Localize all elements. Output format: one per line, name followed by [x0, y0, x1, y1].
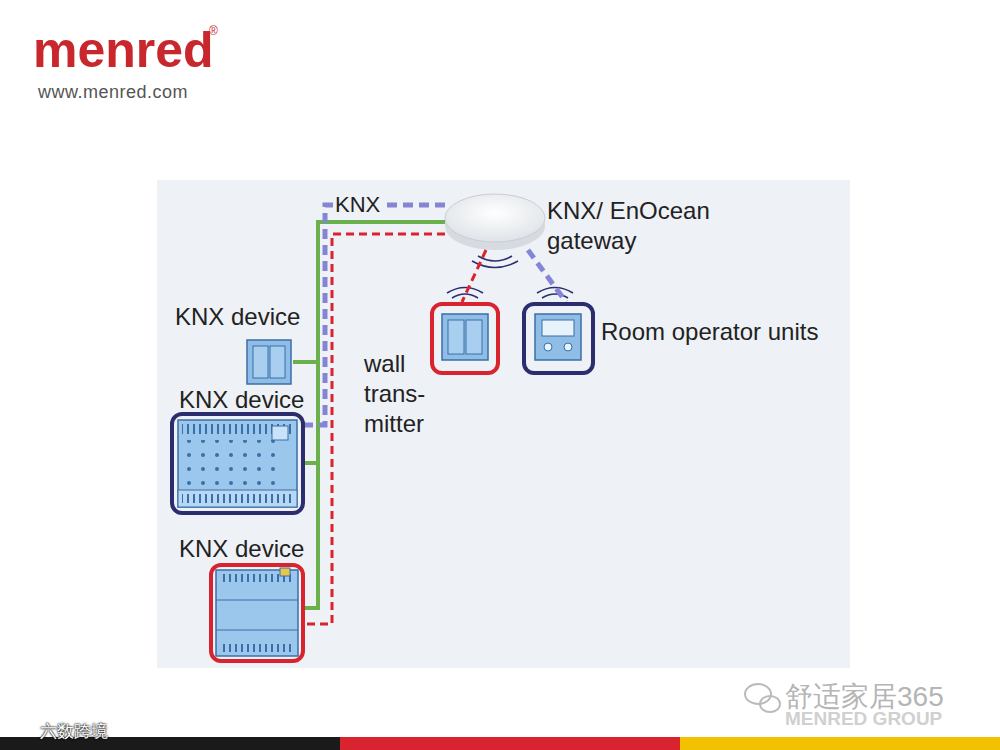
node-label: wall trans- mitter — [364, 349, 432, 439]
registered-mark: ® — [209, 24, 218, 38]
node-label: KNX device — [175, 302, 300, 332]
connector-line — [462, 250, 486, 302]
gateway-top — [445, 194, 545, 242]
device-node: KNX device — [245, 338, 293, 386]
connector-line — [528, 250, 566, 302]
website: www.menred.com — [38, 82, 188, 103]
connector-line — [305, 234, 445, 624]
gateway-node: KNX/ EnOcean gateway — [445, 192, 545, 250]
connector-line — [293, 222, 445, 362]
brand-logo: menred — [33, 22, 214, 78]
knx-module-icon — [216, 568, 298, 656]
room-unit-node: Room operator units — [522, 302, 595, 375]
wall-switch-icon — [442, 314, 488, 360]
footer-bar — [680, 737, 1000, 750]
footer-bar — [340, 737, 680, 750]
wechat-mark — [745, 684, 780, 712]
knx-switch-icon — [247, 340, 291, 384]
watermark: MENRED GROUP — [785, 708, 942, 730]
device-node: KNX device — [170, 412, 305, 515]
knx-actuator-icon — [178, 420, 297, 507]
diagram-panel — [157, 180, 850, 668]
node-label: KNX device — [179, 385, 304, 415]
bus-label: KNX — [333, 193, 382, 217]
device-node: KNX device — [209, 563, 305, 663]
node-label: KNX device — [179, 534, 304, 564]
node-label: Room operator units — [601, 317, 818, 347]
node-label: KNX/ EnOcean gateway — [547, 196, 762, 256]
watermark: 六数跨境 — [40, 720, 108, 743]
transmitter-node: wall trans- mitter — [430, 302, 500, 375]
room-unit-icon — [535, 314, 581, 360]
